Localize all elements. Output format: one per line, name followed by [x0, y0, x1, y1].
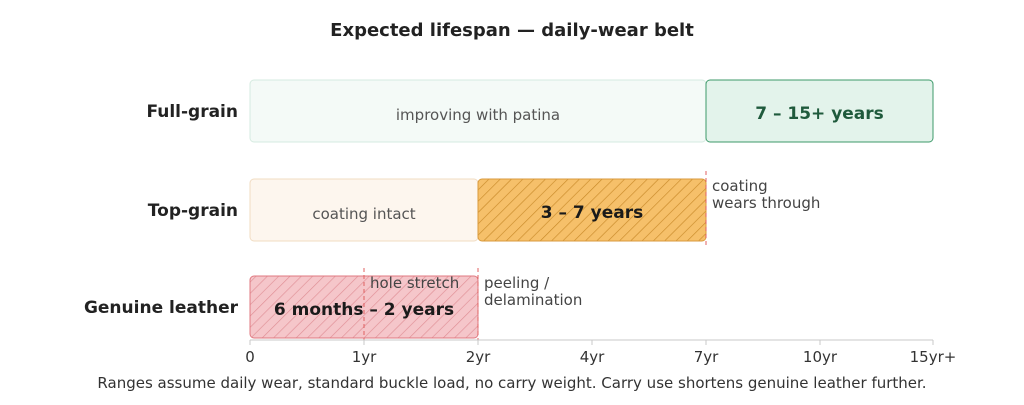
x-tick-label: 2yr — [466, 348, 491, 366]
category-label: Full-grain — [146, 102, 238, 122]
event-marker-label: peeling / — [484, 274, 550, 292]
chart-title: Expected lifespan — daily-wear belt — [330, 20, 694, 41]
row-top-grain: Top-grain coating intact 3 – 7 years coatin… — [148, 171, 820, 245]
range-bar — [705, 79, 934, 143]
x-tick-label: 0 — [245, 348, 255, 366]
x-tick-label: 4yr — [580, 348, 605, 366]
event-marker-label: delamination — [484, 291, 582, 309]
category-label: Top-grain — [148, 201, 238, 221]
chart-rows: Full-grain improving with patina 7 – 15+ y… — [84, 79, 934, 342]
footnote: Ranges assume daily wear, standard buckl… — [97, 374, 926, 392]
row-full-grain: Full-grain improving with patina 7 – 15+ y… — [146, 79, 934, 143]
x-tick-label: 15yr+ — [910, 348, 957, 366]
category-label: Genuine leather — [84, 298, 239, 318]
x-axis: 0 1yr 2yr 4yr 7yr 10yr 15yr+ — [245, 339, 957, 366]
event-marker-label: hole stretch — [370, 274, 459, 292]
range-label: 3 – 7 years — [541, 203, 644, 223]
pre-range-label: improving with patina — [396, 106, 560, 124]
event-marker-label: wears through — [712, 194, 820, 212]
x-tick-label: 1yr — [352, 348, 377, 366]
x-tick-label: 7yr — [694, 348, 719, 366]
range-label: 7 – 15+ years — [755, 104, 884, 124]
pre-range-label: coating intact — [312, 205, 415, 223]
x-tick-label: 10yr — [803, 348, 838, 366]
event-marker-label: coating — [712, 177, 768, 195]
